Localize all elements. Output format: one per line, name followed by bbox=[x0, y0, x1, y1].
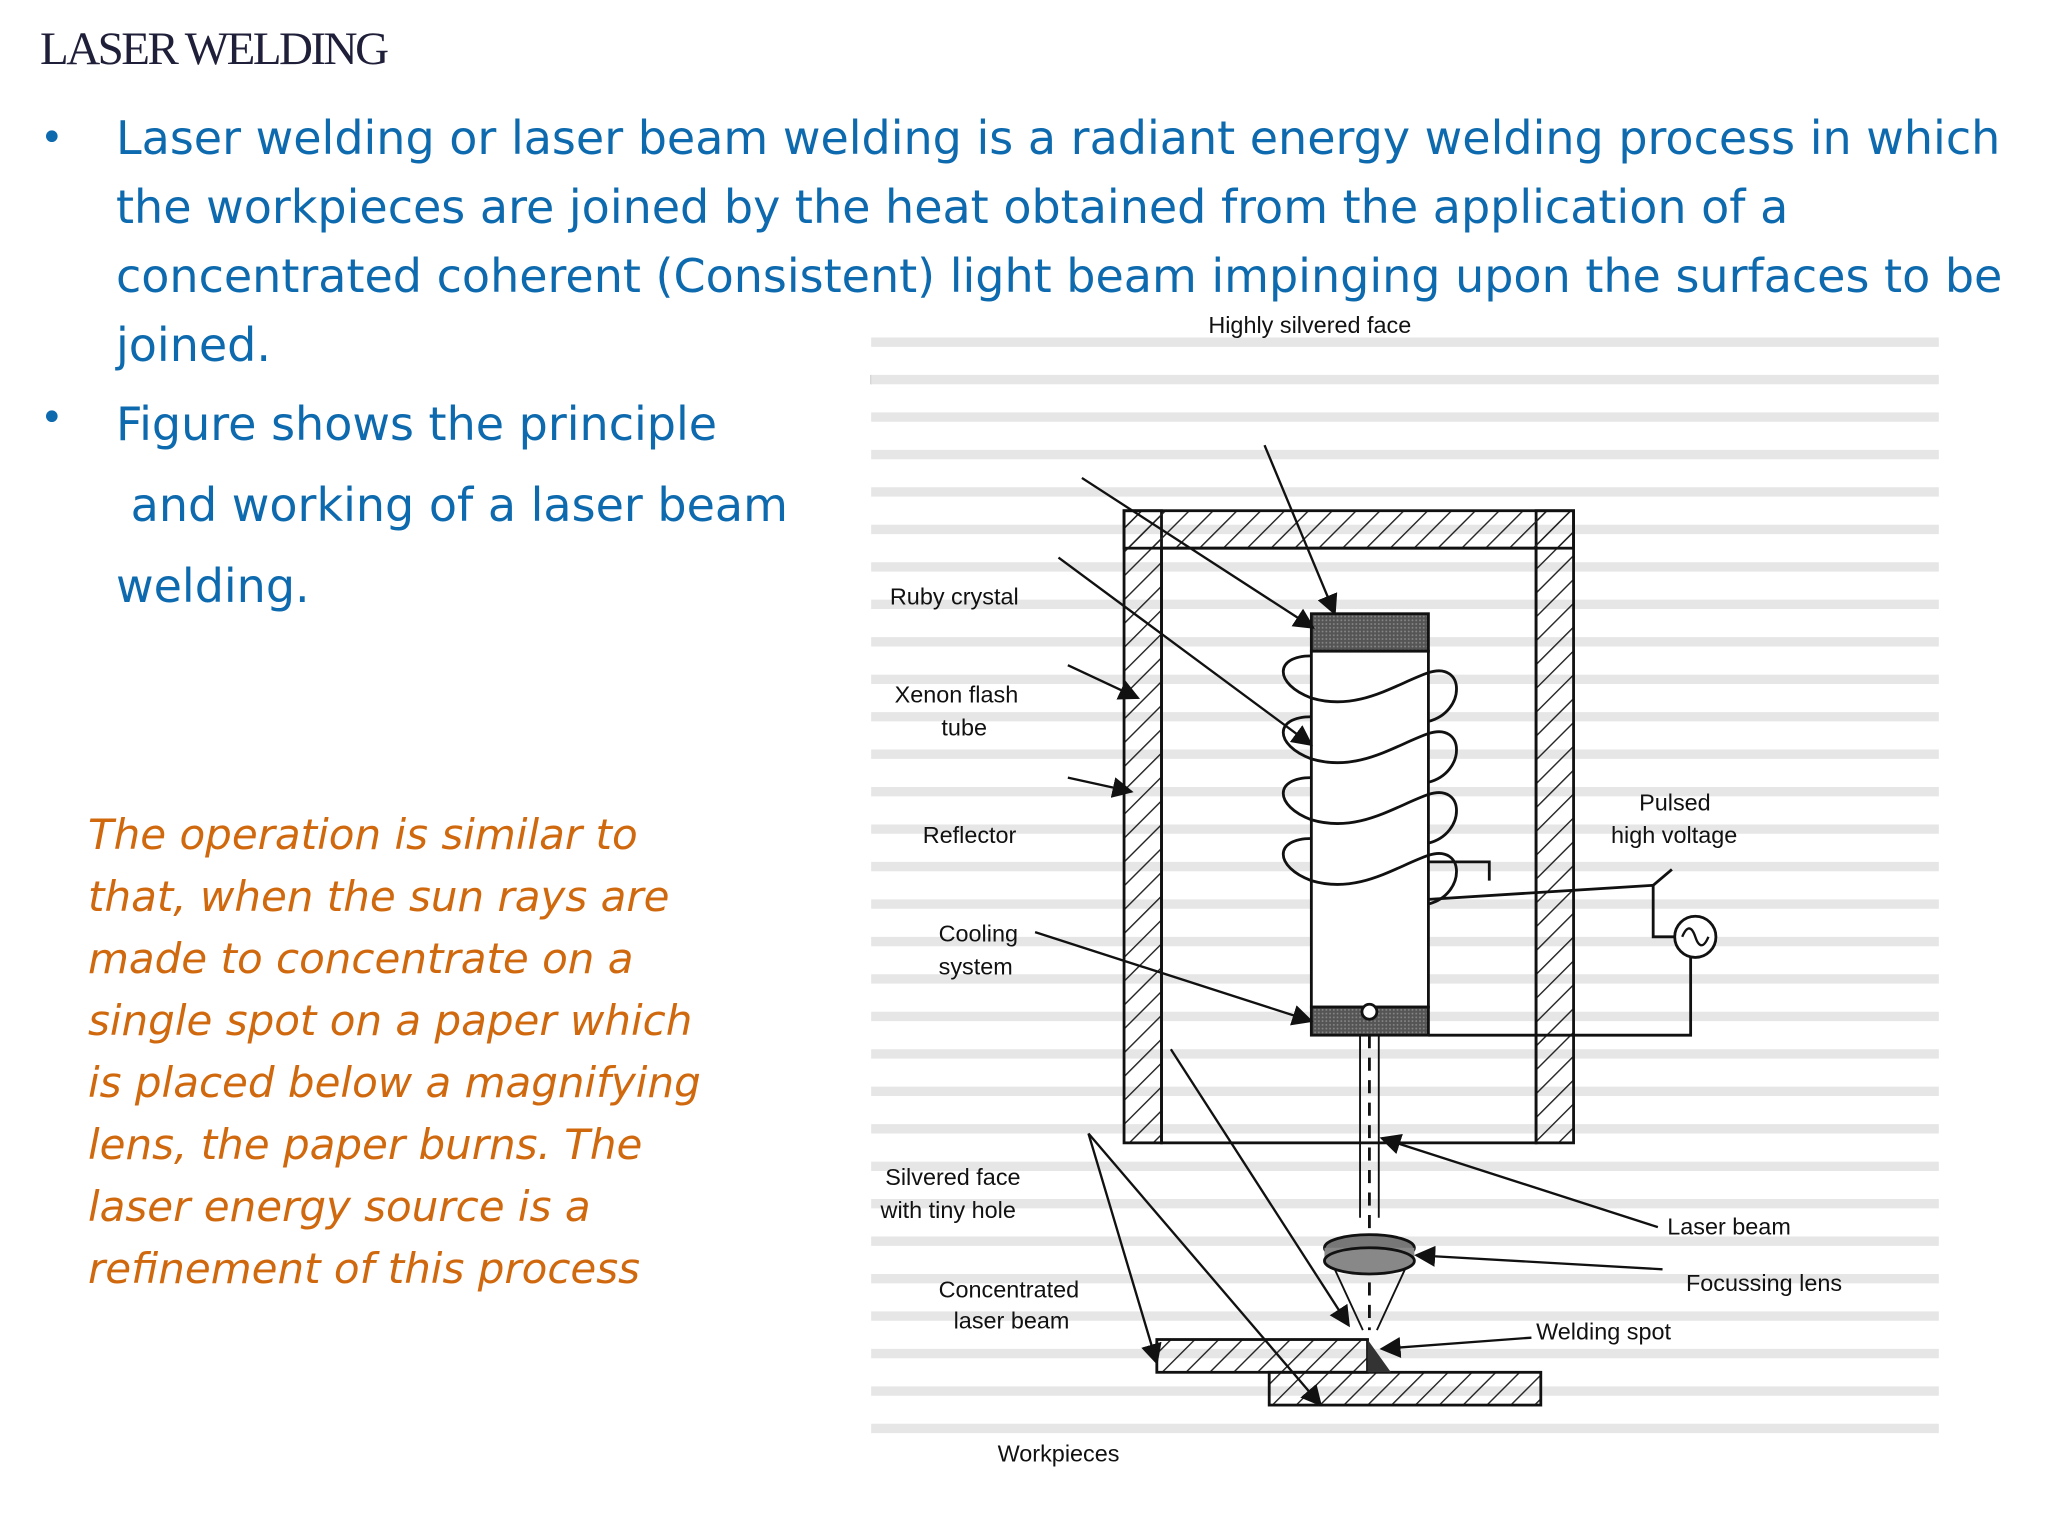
bullet-text-definition: Laser welding or laser beam welding is a… bbox=[116, 111, 2017, 372]
workpiece-lower bbox=[1267, 1370, 1543, 1407]
label-laser-beam: Laser beam bbox=[1667, 1214, 1791, 1240]
label-silvered-line2: with tiny hole bbox=[880, 1197, 1016, 1223]
label-reflector: Reflector bbox=[923, 822, 1017, 848]
label-concentrated-line1: Concentrated bbox=[939, 1276, 1080, 1302]
ruby-crystal-rod bbox=[1309, 649, 1430, 1009]
diagram-labels: Highly silvered face Ruby crystal Xenon … bbox=[880, 312, 1843, 1466]
label-silvered-line1: Silvered face bbox=[885, 1164, 1020, 1190]
label-highly-silvered-face: Highly silvered face bbox=[1208, 312, 1411, 338]
label-pulsed-line1: Pulsed bbox=[1639, 789, 1711, 815]
label-concentrated-line2: laser beam bbox=[954, 1307, 1070, 1333]
reflector-inner bbox=[1160, 546, 1538, 1145]
reflector-left-wall bbox=[1122, 509, 1163, 1145]
slide-title: LASER WELDING bbox=[40, 23, 389, 75]
reflector-top-wall bbox=[1122, 509, 1575, 550]
workpiece-upper bbox=[1155, 1338, 1369, 1374]
tiny-hole bbox=[1360, 1002, 1379, 1021]
focussing-lens-bottom bbox=[1323, 1246, 1416, 1276]
label-xenon-line1: Xenon flash bbox=[895, 682, 1019, 708]
bullet-marker: • bbox=[40, 395, 64, 441]
sine-wave-icon bbox=[1681, 927, 1710, 947]
ac-lead bbox=[1652, 868, 1673, 887]
label-cooling-line2: system bbox=[939, 953, 1013, 979]
label-focussing-lens: Focussing lens bbox=[1686, 1270, 1842, 1296]
analogy-note: The operation is similar to that, when t… bbox=[88, 810, 701, 1293]
laser-welding-diagram: Highly silvered face Ruby crystal Xenon … bbox=[835, 300, 1975, 1480]
converging-ray-left bbox=[1333, 1268, 1364, 1331]
reflector-right-wall bbox=[1534, 509, 1575, 1145]
label-ruby-crystal: Ruby crystal bbox=[890, 583, 1019, 609]
bullet-marker: • bbox=[40, 115, 64, 161]
pulsed-power-wiring bbox=[1428, 860, 1705, 1037]
converging-ray-right bbox=[1376, 1268, 1406, 1331]
label-workpieces: Workpieces bbox=[998, 1440, 1120, 1466]
bullet-text-figure-ref: Figure shows the principle and working o… bbox=[116, 397, 788, 613]
label-welding-spot: Welding spot bbox=[1536, 1319, 1671, 1345]
label-cooling-line1: Cooling bbox=[939, 921, 1018, 947]
leader-lines bbox=[1034, 444, 1663, 1407]
label-pulsed-line2: high voltage bbox=[1611, 822, 1737, 848]
label-xenon-line2: tube bbox=[941, 714, 987, 740]
diagram-svg: Highly silvered face Ruby crystal Xenon … bbox=[870, 312, 1939, 1466]
ruby-top-mirror bbox=[1309, 612, 1430, 653]
xenon-flash-tube-coil bbox=[1282, 654, 1458, 906]
